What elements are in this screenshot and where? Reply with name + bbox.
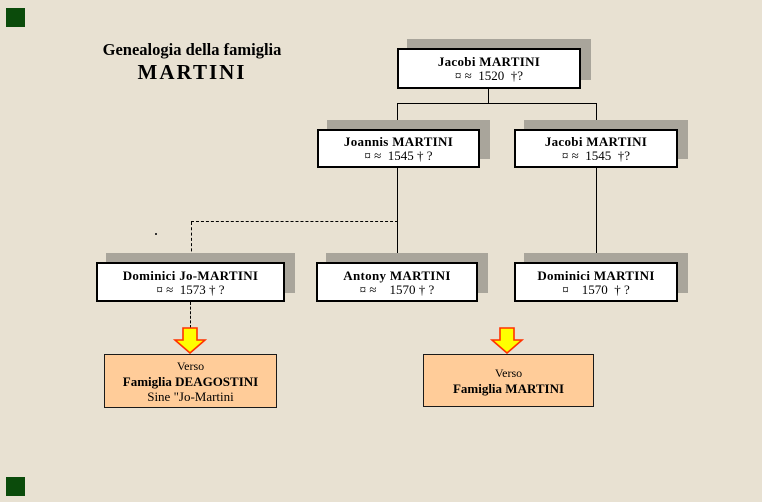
- person-box-jacobi-martini-1545: Jacobi MARTINI ¤ ≈ 1545 †?: [514, 129, 678, 168]
- chart-title-line2: MARTINI: [137, 60, 247, 84]
- person-dates: ¤ ≈ 1520 †?: [454, 68, 524, 83]
- chart-title-line1: Genealogia della famiglia: [102, 40, 282, 59]
- callout-famiglia-martini[interactable]: Verso Famiglia MARTINI: [423, 354, 594, 407]
- stray-dot: [155, 233, 157, 235]
- person-name: Jacobi MARTINI: [544, 134, 648, 149]
- person-name: Joannis MARTINI: [343, 134, 454, 149]
- callout-verso-label: Verso: [494, 365, 523, 380]
- down-arrow-icon-left: [173, 327, 207, 354]
- person-box-antony-martini-1570: Antony MARTINI ¤ ≈ 1570 † ?: [316, 262, 478, 302]
- person-box-dominici-jo-martini-1573: Dominici Jo-MARTINI ¤ ≈ 1573 † ?: [96, 262, 285, 302]
- person-box-joannis-martini-1545: Joannis MARTINI ¤ ≈ 1545 † ?: [317, 129, 480, 168]
- person-dates: ¤ ≈ 1570 † ?: [359, 281, 435, 297]
- person-dates: ¤ ≈ 1545 † ?: [364, 148, 433, 163]
- person-box-jacobi-martini-1520: Jacobi MARTINI ¤ ≈ 1520 †?: [397, 48, 581, 89]
- person-dates: ¤ ≈ 1573 † ?: [156, 281, 225, 297]
- callout-verso-label: Verso: [176, 358, 205, 373]
- connector-joannis-antony: [397, 168, 398, 263]
- connector-root-stem: [488, 89, 489, 104]
- dashed-connector-to-dominici-jo: [191, 222, 192, 262]
- callout-note: Sine "Jo-Martini: [147, 388, 234, 404]
- person-box-dominici-martini-1570: Dominici MARTINI ¤ 1570 † ?: [514, 262, 678, 302]
- green-square-marker-bottom: [6, 477, 25, 496]
- person-dates: ¤ 1570 † ?: [562, 281, 630, 297]
- person-name: Dominici MARTINI: [537, 267, 655, 283]
- callout-family-name: Famiglia MARTINI: [452, 380, 565, 396]
- connector-jacobi2-dominici: [596, 168, 597, 263]
- down-arrow-icon-right: [490, 327, 524, 354]
- person-name: Dominici Jo-MARTINI: [122, 267, 259, 283]
- callout-famiglia-deagostini[interactable]: Verso Famiglia DEAGOSTINI Sine "Jo-Marti…: [104, 354, 277, 408]
- connector-gen2-crossbar: [397, 103, 597, 104]
- green-square-marker-top: [6, 8, 25, 27]
- person-dates: ¤ ≈ 1545 †?: [561, 148, 631, 163]
- chart-title: Genealogia della famiglia MARTINI: [84, 40, 300, 84]
- connector-joannis-stem: [397, 104, 398, 130]
- callout-family-name: Famiglia DEAGOSTINI: [122, 373, 259, 389]
- person-name: Antony MARTINI: [343, 267, 451, 283]
- dashed-connector-horizontal: [191, 221, 398, 222]
- connector-jacobi2-stem: [596, 104, 597, 130]
- dashed-connector-to-arrow: [190, 302, 191, 328]
- person-name: Jacobi MARTINI: [437, 54, 541, 69]
